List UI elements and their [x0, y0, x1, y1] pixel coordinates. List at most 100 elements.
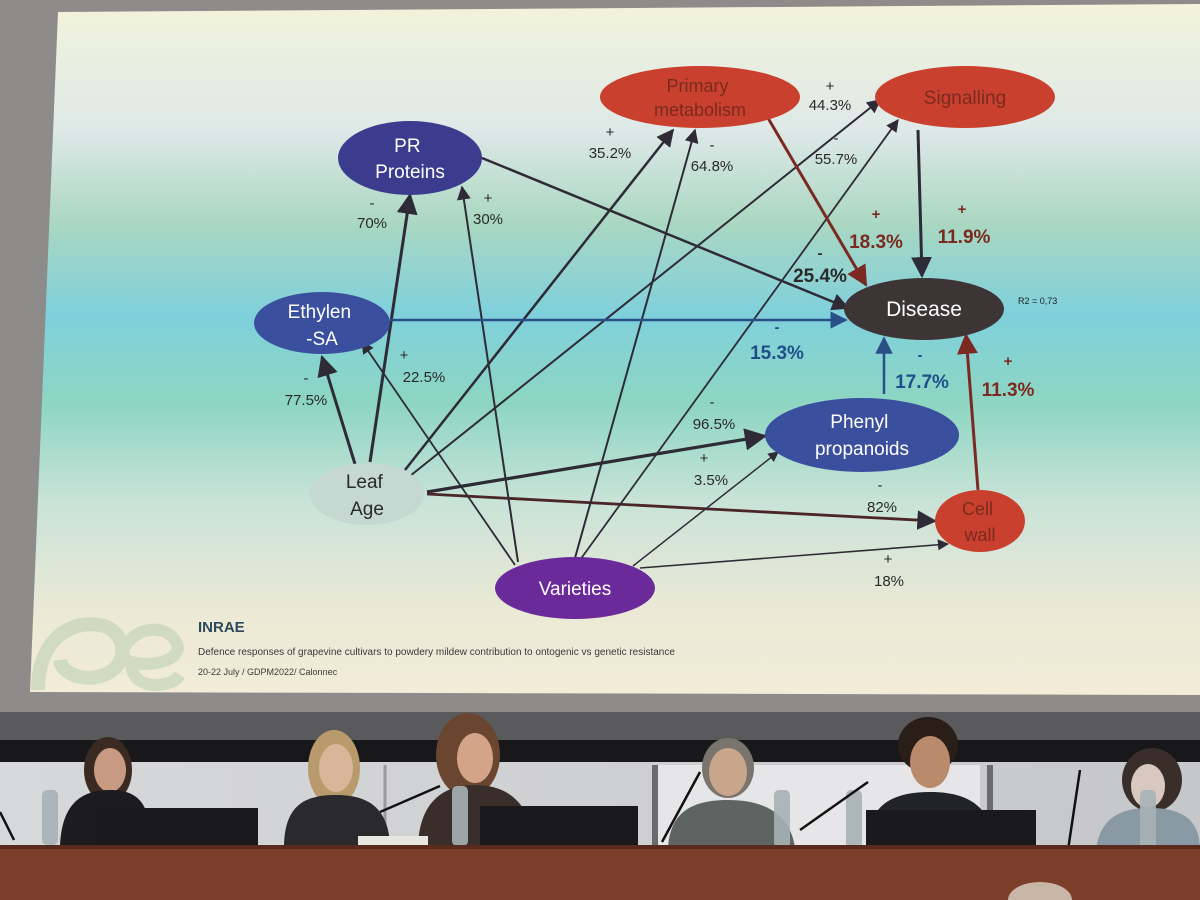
svg-text:11.9%: 11.9% [938, 227, 991, 248]
svg-text:15.3%: 15.3% [750, 343, 804, 364]
coef-cw-disease: + 11.3% [982, 353, 1035, 401]
coef-phen-disease: - 17.7% [895, 347, 949, 393]
edge-pr-disease [481, 156, 850, 311]
svg-text:+: + [958, 201, 967, 218]
svg-text:-: - [710, 394, 715, 411]
svg-text:18.3%: 18.3% [849, 232, 903, 253]
svg-text:Signalling: Signalling [924, 88, 1006, 109]
r2-label: R2 = 0,73 [1018, 296, 1057, 306]
edge-varieties-signalling [579, 118, 899, 561]
coef-sig-neg: - 55.7% [815, 130, 858, 168]
coef-pr-neg: - 70% [357, 195, 387, 232]
svg-text:3.5%: 3.5% [694, 472, 728, 489]
edge-varieties-primary [574, 128, 699, 559]
edge-leafage-signalling [409, 99, 882, 477]
svg-text:+: + [884, 551, 893, 568]
coef-sig-disease: + 11.9% [938, 201, 991, 248]
svg-text:+: + [606, 124, 615, 141]
svg-text:+: + [826, 78, 835, 95]
coef-phen-neg: - 96.5% [693, 394, 736, 433]
svg-text:Cell wall: Cell wall [962, 499, 998, 545]
svg-text:-: - [834, 130, 839, 147]
edge-varieties-cellwall [639, 539, 950, 569]
svg-text:Varieties: Varieties [539, 579, 612, 600]
svg-text:25.4%: 25.4% [793, 266, 847, 287]
svg-text:Ethylen -SA: Ethylen -SA [288, 302, 357, 350]
node-primary-metabolism: Primary metabolism [600, 66, 800, 128]
svg-text:11.3%: 11.3% [982, 380, 1035, 401]
panelist-4 [668, 738, 795, 848]
coef-phen-pos: + 3.5% [694, 450, 728, 489]
coefficient-labels: - 70% + 30% + 35.2% - 64.8% + 44.3% - 55… [285, 78, 1035, 590]
coef-eth-neg: - 77.5% [285, 370, 328, 409]
coef-cw-pos: + 18% [874, 551, 904, 590]
slide [30, 4, 1200, 695]
edge-signalling-disease [910, 129, 932, 279]
coef-eth-pos: + 22.5% [400, 347, 446, 386]
edge-leafage-primary [404, 128, 675, 471]
svg-text:-: - [818, 245, 823, 262]
diagram-nodes: Primary metabolism Signalling PR Protein… [254, 66, 1055, 619]
coef-cw-neg: - 82% [867, 477, 897, 516]
node-disease: Disease [844, 278, 1004, 340]
svg-text:-: - [775, 319, 780, 336]
laptop-3 [866, 810, 1036, 850]
inrae-logo: INRAE [198, 619, 245, 636]
svg-text:-: - [304, 370, 309, 387]
svg-text:30%: 30% [473, 211, 503, 228]
node-leaf-age: Leaf Age [310, 463, 424, 525]
edge-leafage-cellwall [426, 492, 937, 530]
edge-varieties-pr [456, 185, 519, 563]
edge-varieties-ethylene [361, 340, 516, 566]
node-cell-wall: Cell wall [935, 490, 1025, 552]
svg-text:Phenyl propanoids: Phenyl propanoids [815, 412, 909, 460]
node-varieties: Varieties [495, 557, 655, 619]
coef-pr-pos: + 30% [473, 190, 503, 228]
diagram-edges [317, 99, 980, 569]
edge-cellwall-disease [956, 332, 980, 491]
svg-text:-: - [918, 347, 923, 364]
svg-text:Leaf Age: Leaf Age [346, 472, 388, 520]
svg-text:44.3%: 44.3% [809, 97, 852, 114]
svg-text:+: + [400, 347, 409, 364]
node-phenylpropanoids: Phenyl propanoids [765, 398, 959, 472]
svg-text:-: - [710, 137, 715, 154]
svg-text:70%: 70% [357, 215, 387, 232]
node-ethylene-sa: Ethylen -SA [254, 292, 390, 354]
table-edge [0, 845, 1200, 849]
node-signalling: Signalling [875, 66, 1055, 128]
edge-varieties-phenyl [632, 451, 779, 567]
audience-head [1008, 882, 1072, 900]
svg-text:+: + [1004, 353, 1013, 370]
svg-text:Disease: Disease [886, 298, 962, 321]
edge-leafage-pr [368, 192, 418, 463]
panelist-2 [284, 730, 390, 845]
svg-text:64.8%: 64.8% [691, 158, 734, 175]
footer-title: Defence responses of grapevine cultivars… [198, 647, 675, 658]
dark-beam [0, 740, 1200, 762]
svg-text:82%: 82% [867, 499, 897, 516]
svg-text:35.2%: 35.2% [589, 145, 632, 162]
svg-text:PR Proteins: PR Proteins [375, 136, 445, 183]
svg-text:-: - [370, 195, 375, 212]
laptop-1 [96, 808, 258, 846]
panel-table [0, 845, 1200, 900]
footer-meta: 20-22 July / GDPM2022/ Calonnec [198, 667, 338, 677]
laptop-2 [480, 806, 638, 848]
svg-text:Primary metabolism: Primary metabolism [654, 76, 746, 120]
svg-text:-: - [878, 477, 883, 494]
node-pr-proteins: PR Proteins [338, 121, 482, 195]
svg-text:18%: 18% [874, 573, 904, 590]
coef-pr-disease: - 25.4% [793, 245, 847, 287]
svg-text:77.5%: 77.5% [285, 392, 328, 409]
coef-eth-disease: - 15.3% [750, 319, 804, 364]
coef-pm-disease: + 18.3% [849, 206, 903, 253]
coef-pm-neg: - 64.8% [691, 137, 734, 175]
inrae-watermark-logo [31, 617, 185, 691]
svg-text:55.7%: 55.7% [815, 151, 858, 168]
coef-pm-pos: + 35.2% [589, 124, 632, 162]
water-bottles [42, 786, 1156, 850]
edge-primary-disease [766, 117, 868, 287]
svg-text:17.7%: 17.7% [895, 372, 949, 393]
